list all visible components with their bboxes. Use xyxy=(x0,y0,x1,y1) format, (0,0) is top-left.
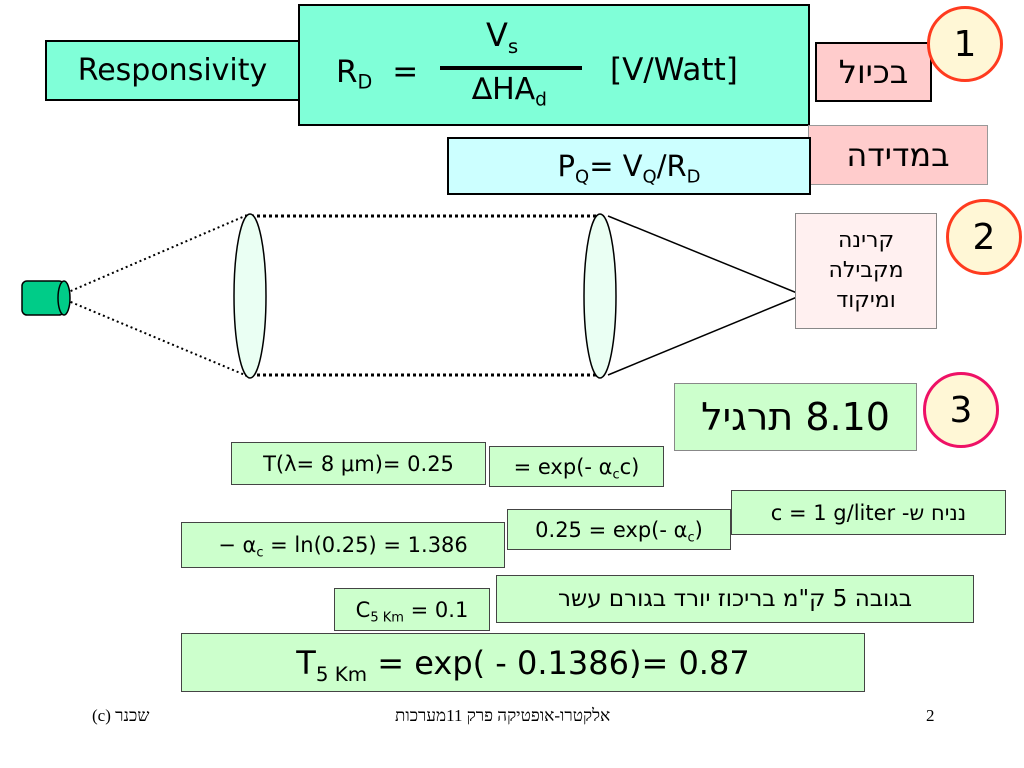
transmission-mid: = 8 xyxy=(296,451,341,476)
source-ray-top xyxy=(65,215,246,294)
calibration-label: בכיול xyxy=(838,53,909,91)
exp-equation-text: = exp(- αcc) xyxy=(513,454,640,483)
mu-symbol: μ xyxy=(340,451,355,476)
ln-minus: − xyxy=(218,533,243,557)
step-3-badge: 3 xyxy=(923,372,999,448)
c5-post: = 0.1 xyxy=(403,597,469,622)
fraction-bar xyxy=(440,66,582,70)
source-ray-bottom xyxy=(65,299,246,376)
step-2-number: 2 xyxy=(972,216,996,258)
rd-term: RD = xyxy=(336,54,419,92)
transmission-post: m)= 0.25 xyxy=(354,451,454,476)
exercise-title: 8.10 תרגיל xyxy=(701,395,890,439)
t5-subscript: 5 Km xyxy=(315,662,368,686)
ln-equation-text: − αc = ln(0.25) = 1.386 xyxy=(218,533,468,560)
calibration-label-box: בכיול xyxy=(815,42,932,102)
concentration-5km-box: C5 Km = 0.1 xyxy=(334,588,490,631)
exp-025-pre: 0.25 = exp(- xyxy=(535,517,674,542)
step-1-number: 1 xyxy=(953,23,977,65)
alpha-subscript: c xyxy=(612,467,620,483)
pq-equals-v: = V xyxy=(589,149,643,183)
ln-post: = ln(0.25) = 1.386 xyxy=(263,533,468,557)
pq-v-subscript: Q xyxy=(642,166,657,188)
assumption-value: c = 1 g/liter xyxy=(770,500,896,525)
alpha-symbol: α xyxy=(598,454,613,479)
lens-right xyxy=(583,213,617,379)
exp-025-box: 0.25 = exp(- αc) xyxy=(507,509,731,550)
assumption-hebrew: נניח ש- xyxy=(901,500,967,525)
ln-equation-box: − αc = ln(0.25) = 1.386 xyxy=(181,522,505,568)
power-formula: PQ= VQ/RD xyxy=(557,149,701,186)
pq-r-subscript: D xyxy=(686,166,701,188)
exp-025-text: 0.25 = exp(- αc) xyxy=(535,517,703,546)
step-3-number: 3 xyxy=(949,389,973,431)
t5-post: = exp( - 0.1386)= 0.87 xyxy=(367,643,750,682)
c5-subscript: 5 Km xyxy=(370,610,404,626)
footer-copyright: שכנר (c) xyxy=(92,706,150,725)
beam-label-line-1: קרינה xyxy=(837,228,895,253)
measurement-label-box: במדידה xyxy=(808,125,988,185)
numerator-symbol: V xyxy=(486,16,508,54)
exp-equation-box: = exp(- αcc) xyxy=(489,446,664,487)
alpha-subscript-3: c xyxy=(256,545,264,561)
focus-ray-bottom xyxy=(607,294,803,376)
lambda-symbol: λ xyxy=(284,451,297,476)
beam-label-box: קרינה מקבילה ומיקוד xyxy=(795,213,937,329)
beam-label-line-3: ומיקוד xyxy=(836,288,896,313)
alpha-symbol-2: α xyxy=(673,517,688,542)
fraction-numerator: Vs xyxy=(486,16,518,56)
rd-symbol: R xyxy=(336,54,358,90)
pq-subscript: Q xyxy=(575,166,590,188)
footer-course: אלקטרו-אופטיקה פרק 11מערכות xyxy=(395,706,611,725)
rd-subscript: D xyxy=(357,70,373,94)
numerator-subscript: s xyxy=(507,34,519,58)
responsivity-label: Responsivity xyxy=(77,53,268,88)
responsivity-label-box: Responsivity xyxy=(45,40,300,101)
exercise-title-box: 8.10 תרגיל xyxy=(674,383,917,451)
step-2-badge: 2 xyxy=(946,199,1022,275)
alpha-subscript-2: c xyxy=(687,530,695,546)
delta-symbol: ∆ xyxy=(472,72,493,107)
transmission-pre: T( xyxy=(263,451,285,476)
pq-symbol: P xyxy=(557,149,576,183)
power-formula-box: PQ= VQ/RD xyxy=(447,137,811,195)
units-label: [V/Watt] xyxy=(610,52,738,88)
step-1-badge: 1 xyxy=(927,6,1003,82)
alpha-symbol-3: α xyxy=(242,533,257,557)
transmission-5km-text: T5 Km = exp( - 0.1386)= 0.87 xyxy=(296,643,750,686)
exp-025-post: ) xyxy=(694,517,703,542)
measurement-label: במדידה xyxy=(846,136,950,174)
assumption-text: נניח ש- c = 1 g/liter xyxy=(771,501,966,525)
rd-equals: = xyxy=(392,54,419,90)
lens-left xyxy=(233,213,267,379)
beam-label-line-2: מקבילה xyxy=(828,258,904,283)
altitude-note-box: בגובה 5 ק"מ בריכוז יורד בגורם עשר xyxy=(496,575,974,623)
exp-pre: = exp(- xyxy=(513,454,599,479)
transmission-text: T(λ= 8 μm)= 0.25 xyxy=(263,452,454,476)
pq-slash-r: /R xyxy=(656,149,687,183)
denominator-symbol: HA xyxy=(492,72,536,107)
footer-page-number: 2 xyxy=(926,706,935,725)
transmission-5km-box: T5 Km = exp( - 0.1386)= 0.87 xyxy=(181,633,865,692)
denominator-subscript: d xyxy=(535,89,547,111)
fraction-denominator: ∆HAd xyxy=(472,72,547,109)
responsivity-formula-box: RD = Vs ∆HAd [V/Watt] xyxy=(298,4,810,126)
exp-post: c) xyxy=(619,454,640,479)
concentration-5km-text: C5 Km = 0.1 xyxy=(355,597,469,626)
detector-face xyxy=(57,280,71,316)
t5-symbol: T xyxy=(296,643,316,682)
focus-ray-top xyxy=(607,215,803,296)
altitude-note: בגובה 5 ק"מ בריכוז יורד בגורם עשר xyxy=(557,586,913,612)
transmission-box: T(λ= 8 μm)= 0.25 xyxy=(231,442,486,485)
c5-symbol: C xyxy=(355,597,371,622)
assumption-box: נניח ש- c = 1 g/liter xyxy=(731,490,1006,535)
